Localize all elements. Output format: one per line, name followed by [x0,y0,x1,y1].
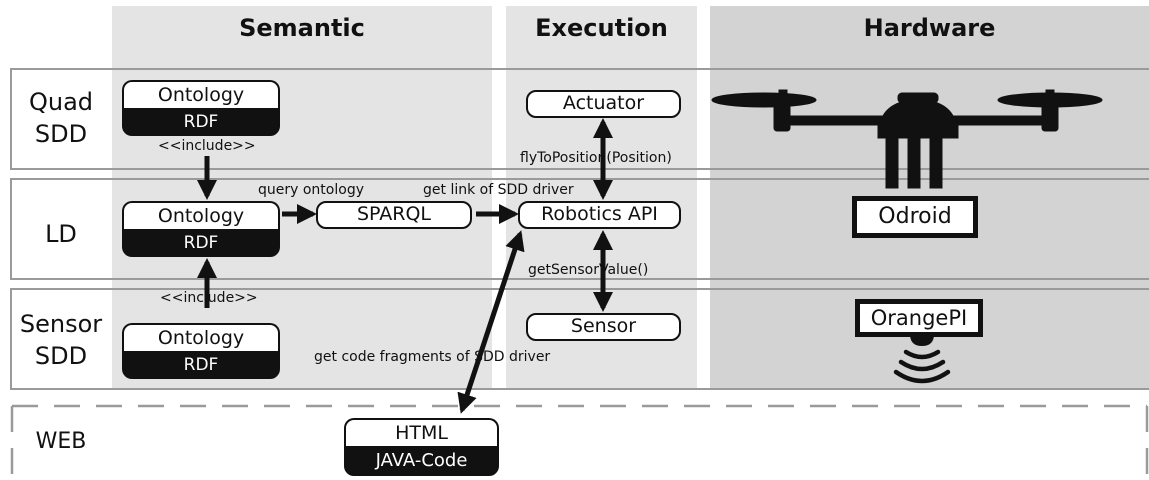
sensor-label-line2: SDD [34,342,88,370]
sensor-rdf-box: RDF [122,351,280,379]
ld-row [10,178,1149,280]
quad-sdd-label: Quad SDD [12,86,110,150]
sensor-waves-icon [893,334,951,384]
sensor-sdd-row [10,288,1149,390]
quad-label-line1: Quad [28,88,94,116]
query-ontology-label: query ontology [258,182,364,198]
get-sensor-value-label: getSensorValue() [528,262,649,278]
quad-sdd-row [10,68,1149,170]
quad-label-line2: SDD [34,120,88,148]
execution-header: Execution [535,14,668,42]
ld-ontology-box: Ontology [122,201,280,229]
fly-to-position-label: flyToPosition(Position) [520,150,672,166]
web-dashed-border [10,404,1149,480]
include-label-bottom: <<include>> [160,290,258,306]
java-code-box: JAVA-Code [344,446,499,476]
ld-label: LD [45,220,77,248]
sensor-ontology-box: Ontology [122,323,280,351]
ld-rdf-box: RDF [122,229,280,257]
hardware-header: Hardware [863,14,996,42]
sensor-sdd-label: Sensor SDD [12,308,110,372]
web-label: WEB [35,429,87,454]
semantic-header: Semantic [239,14,365,42]
sensor-label-line1: Sensor [19,310,103,338]
get-link-label: get link of SDD driver [423,182,574,198]
odroid-board: Odroid [852,196,978,238]
sensor-box: Sensor [526,313,681,341]
get-code-fragments-label: get code fragments of SDD driver [314,349,551,365]
actuator-box: Actuator [526,90,681,118]
html-box: HTML [344,418,499,446]
orangepi-board: OrangePI [855,299,983,337]
robotics-api-box: Robotics API [518,201,681,229]
sparql-box: SPARQL [316,201,472,229]
include-label-top: <<include>> [158,138,256,154]
quad-rdf-box: RDF [122,108,280,136]
quad-ontology-box: Ontology [122,80,280,108]
drone-icon [711,89,1103,189]
arrow-get-code-fragments [457,230,525,414]
